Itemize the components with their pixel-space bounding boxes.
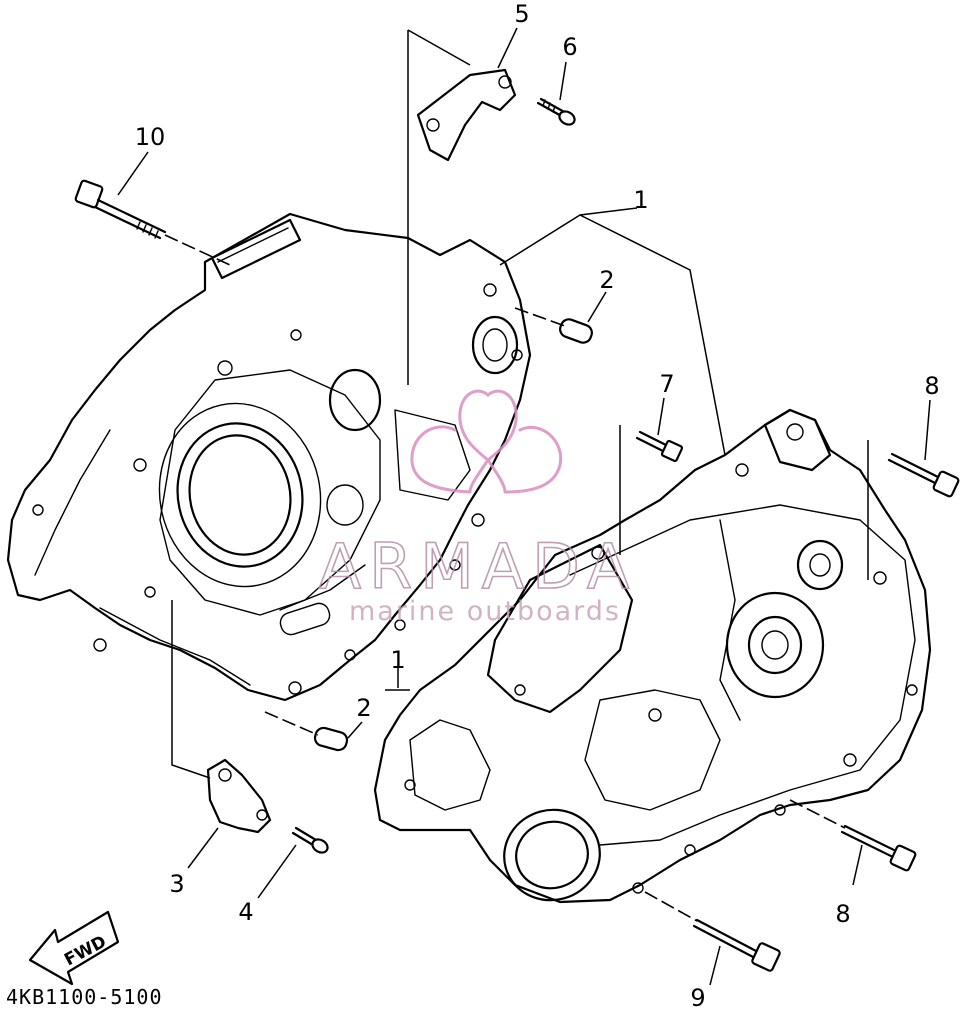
- fwd-arrow-icon: [28, 910, 120, 986]
- callout-labels: 5 6 10 1 2 7 8 1 2 3 4 8 9: [135, 0, 940, 1010]
- callout-2-upper: 2: [599, 266, 614, 294]
- bearing-stopper-lower: [206, 758, 272, 834]
- callout-1-lower: 1: [390, 646, 405, 674]
- leader-lines: [117, 27, 931, 986]
- callout-9: 9: [690, 984, 705, 1010]
- watermark-title: ARMADA: [319, 530, 637, 603]
- bolt-long: [74, 179, 167, 240]
- catalog-code: 4KB1100-5100: [6, 985, 163, 1009]
- callout-5: 5: [514, 0, 529, 28]
- armada-watermark: ARMADA marine outboards: [318, 389, 637, 627]
- callout-7: 7: [659, 370, 674, 398]
- screw-lower: [291, 826, 329, 854]
- callout-10: 10: [135, 123, 166, 151]
- callout-4: 4: [238, 898, 253, 926]
- watermark-subtitle: marine outboards: [349, 596, 621, 627]
- dowel-pin-lower: [313, 726, 349, 752]
- forward-arrow: FWD: [28, 910, 120, 986]
- screw-upper: [536, 97, 576, 126]
- crankcase-left-half: [6, 212, 532, 702]
- callout-1-upper: 1: [633, 186, 648, 214]
- bearing-stopper-upper: [416, 68, 517, 162]
- lotus-logo-icon: [410, 389, 563, 494]
- bolt-small: [635, 430, 684, 463]
- callout-6: 6: [562, 33, 577, 61]
- callout-2-lower: 2: [356, 694, 371, 722]
- callout-8-lower: 8: [835, 900, 850, 928]
- bolt-upper-right: [887, 452, 960, 498]
- bolt-bottom: [692, 918, 781, 972]
- callout-3: 3: [169, 870, 184, 898]
- callout-8-upper: 8: [924, 372, 939, 400]
- dowel-pin-upper: [559, 318, 593, 344]
- bolt-lower-right: [840, 824, 917, 872]
- crankcase-right-half: [373, 408, 932, 904]
